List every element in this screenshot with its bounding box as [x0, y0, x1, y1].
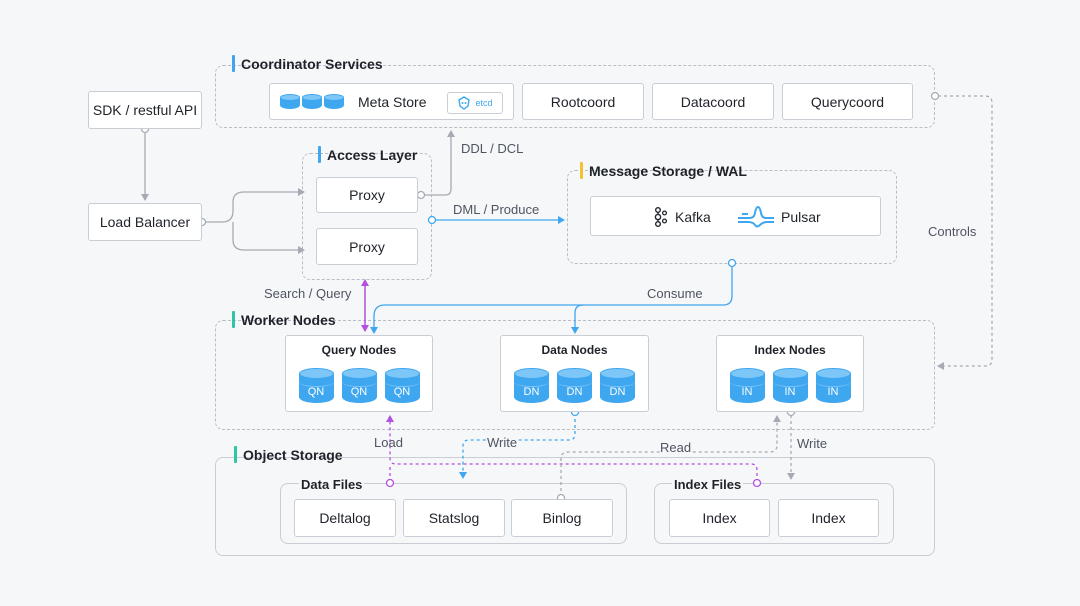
- kafka-label: Kafka: [675, 209, 711, 225]
- meta-store-box[interactable]: Meta Store etcd: [269, 83, 514, 120]
- data-node-db-icon: DN: [557, 368, 592, 405]
- controls-label: Controls: [928, 224, 977, 239]
- worker-nodes-title: Worker Nodes: [232, 311, 336, 328]
- index-box-2[interactable]: Index: [778, 499, 879, 537]
- proxy-box-1[interactable]: Proxy: [316, 177, 418, 213]
- load-balancer-label: Load Balancer: [99, 214, 191, 230]
- load-label: Load: [374, 435, 403, 450]
- datacoord-box[interactable]: Datacoord: [652, 83, 774, 120]
- rootcoord-label: Rootcoord: [550, 93, 616, 110]
- index-box-1[interactable]: Index: [669, 499, 770, 537]
- binlog-box[interactable]: Binlog: [511, 499, 613, 537]
- kafka-pulsar-box[interactable]: Kafka Pulsar: [590, 196, 881, 236]
- proxy-label-2: Proxy: [349, 238, 385, 255]
- etcd-icon: [458, 96, 471, 110]
- object-storage-title: Object Storage: [234, 446, 343, 463]
- query-nodes-box[interactable]: Query Nodes QN QN QN: [285, 335, 433, 412]
- statslog-box[interactable]: Statslog: [403, 499, 505, 537]
- sdk-label: SDK / restful API: [92, 102, 198, 118]
- data-node-db-icon: DN: [600, 368, 635, 405]
- sdk-restful-api-box[interactable]: SDK / restful API: [88, 91, 202, 129]
- datacoord-label: Datacoord: [680, 93, 746, 110]
- querycoord-box[interactable]: Querycoord: [782, 83, 913, 120]
- coordinator-services-title: Coordinator Services: [232, 55, 383, 72]
- data-nodes-title: Data Nodes: [541, 343, 608, 357]
- index-label-2: Index: [811, 510, 846, 526]
- index-node-db-icon: IN: [815, 368, 851, 405]
- index-node-db-icon: IN: [729, 368, 765, 405]
- consume-label: Consume: [647, 286, 703, 301]
- statslog-label: Statslog: [428, 510, 480, 526]
- data-files-title: Data Files: [299, 477, 365, 492]
- search-query-label: Search / Query: [264, 286, 352, 301]
- index-files-title: Index Files: [672, 477, 744, 492]
- deltalog-label: Deltalog: [319, 510, 371, 526]
- dml-produce-label: DML / Produce: [453, 202, 540, 217]
- binlog-label: Binlog: [542, 510, 582, 526]
- read-label: Read: [660, 440, 692, 455]
- query-node-db-icon: QN: [341, 368, 377, 405]
- query-nodes-title: Query Nodes: [321, 343, 397, 357]
- proxy-box-2[interactable]: Proxy: [316, 228, 418, 265]
- index-nodes-title: Index Nodes: [754, 343, 826, 357]
- pulsar-label: Pulsar: [781, 209, 821, 225]
- load-balancer-box[interactable]: Load Balancer: [88, 203, 202, 241]
- write-label-index: Write: [797, 436, 828, 451]
- message-storage-title: Message Storage / WAL: [580, 162, 747, 179]
- ddl-dcl-label: DDL / DCL: [461, 141, 524, 156]
- index-label-1: Index: [702, 510, 737, 526]
- rootcoord-box[interactable]: Rootcoord: [522, 83, 644, 120]
- etcd-badge: etcd: [447, 92, 503, 114]
- query-node-db-icon: QN: [384, 368, 420, 405]
- index-node-db-icon: IN: [772, 368, 808, 405]
- meta-store-db-icon: [280, 93, 344, 110]
- meta-store-label: Meta Store: [358, 93, 427, 110]
- proxy-label-1: Proxy: [349, 187, 385, 203]
- deltalog-box[interactable]: Deltalog: [294, 499, 396, 537]
- querycoord-label: Querycoord: [810, 93, 885, 110]
- access-layer-title: Access Layer: [318, 146, 417, 163]
- query-node-db-icon: QN: [298, 368, 334, 405]
- data-nodes-box[interactable]: Data Nodes DN DN DN: [500, 335, 649, 412]
- pulsar-icon: [738, 205, 774, 228]
- kafka-icon: [654, 207, 667, 227]
- write-label-data: Write: [487, 435, 518, 450]
- index-nodes-box[interactable]: Index Nodes IN IN IN: [716, 335, 864, 412]
- data-node-db-icon: DN: [514, 368, 549, 405]
